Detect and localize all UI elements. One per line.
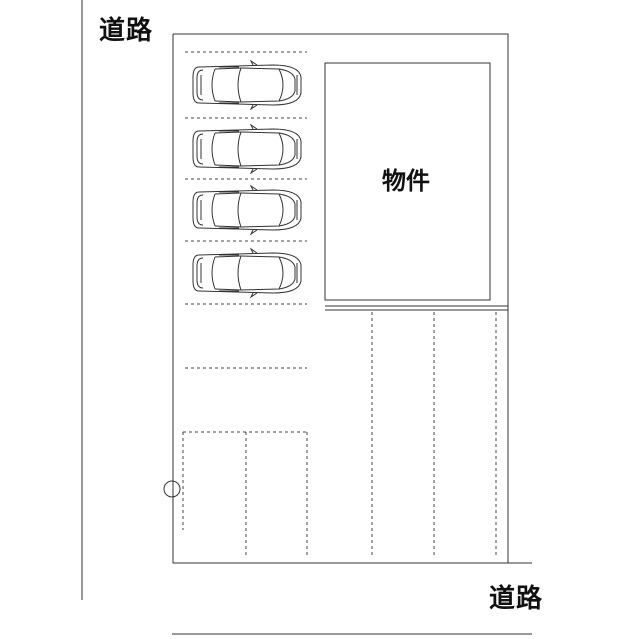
parked-car	[192, 124, 302, 174]
road-label-bottom-right: 道路	[489, 584, 544, 614]
right-parking-stalls	[371, 312, 497, 556]
parked-car	[192, 185, 302, 235]
lot-boundary	[172, 33, 532, 564]
utility-marker-circle	[163, 480, 181, 498]
building-label: 物件	[382, 167, 430, 195]
parked-car	[192, 60, 302, 110]
road-label-top-left: 道路	[99, 16, 154, 46]
lower-parking-stalls	[182, 431, 308, 556]
parked-car	[192, 248, 302, 298]
building-outline	[324, 62, 491, 301]
parking-stall-dividers-left	[185, 51, 307, 369]
